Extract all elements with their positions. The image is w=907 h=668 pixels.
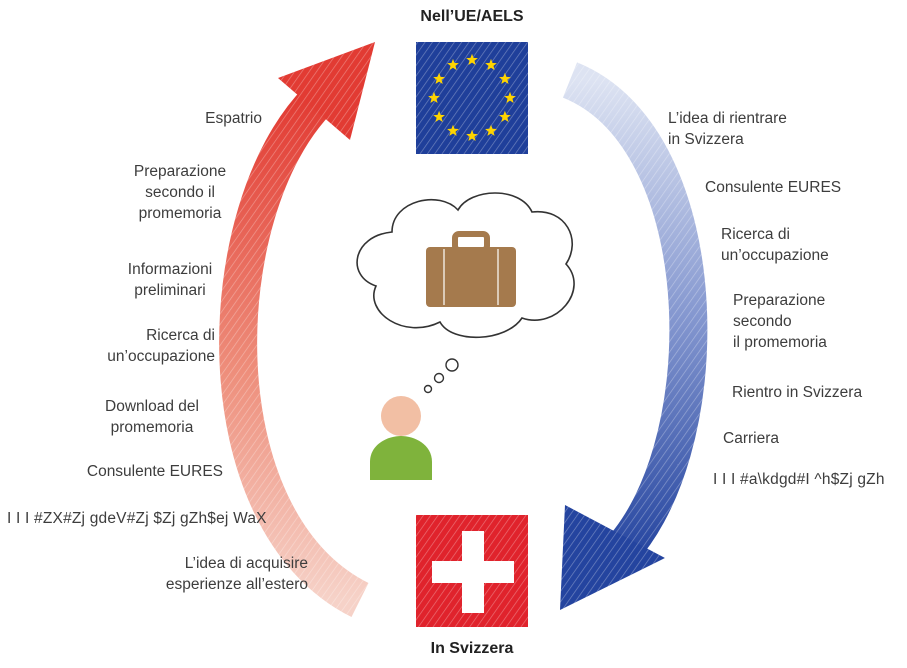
eu-star-icon (433, 110, 445, 123)
eu-star-icon (466, 53, 478, 66)
eu-star-icon (433, 72, 445, 85)
right-arrow (560, 62, 708, 610)
eu-star-icon (499, 72, 511, 85)
title-top: Nell’UE/AELS (420, 8, 524, 25)
eu-star-icon (485, 58, 497, 71)
eu-star-icon (485, 124, 497, 136)
left-step-6: Consulente EURES (86, 463, 223, 480)
right-step-2: Consulente EURES (705, 179, 842, 196)
eu-star-icon (447, 58, 459, 71)
title-bottom: In Svizzera (430, 640, 514, 657)
person-icon (370, 396, 432, 480)
right-step-5: Rientro in Svizzera (732, 384, 863, 401)
right-step-6: Carriera (723, 430, 779, 447)
left-arrow (219, 42, 375, 617)
eu-star-icon (428, 91, 440, 104)
left-step-1: Espatrio (205, 110, 262, 127)
eu-star-icon (447, 124, 459, 136)
swiss-flag-icon (416, 515, 528, 627)
eu-star-icon (466, 129, 478, 142)
thought-cloud-suitcase-icon (356, 192, 575, 394)
left-step-7: I I I #ZX#Zj gdeV#Zj $Zj gZh$ej WaX (7, 510, 267, 527)
eu-star-icon (504, 91, 516, 104)
eu-star-icon (499, 110, 511, 123)
eu-flag-icon (416, 42, 528, 154)
right-step-7: I I I #a\kdgd#I ^h$Zj gZh (713, 471, 885, 488)
